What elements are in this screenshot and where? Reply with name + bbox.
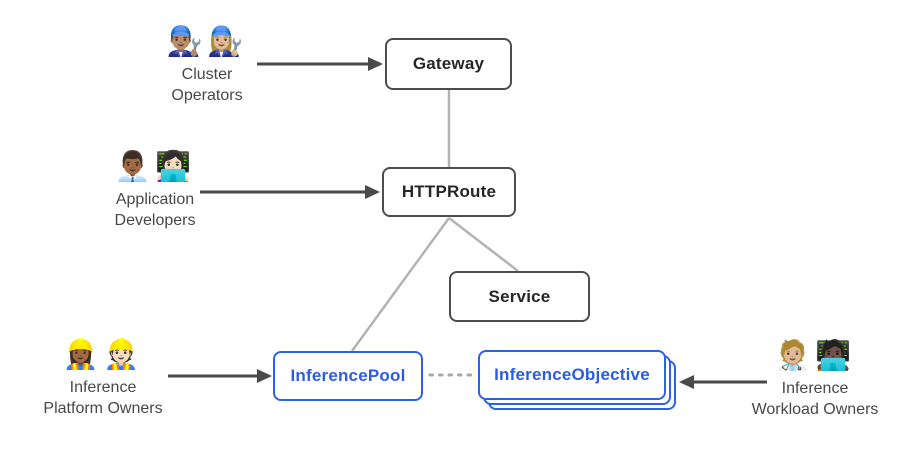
node-httproute: HTTPRoute (382, 167, 516, 217)
node-service: Service (449, 271, 590, 322)
node-inference-pool: InferencePool (273, 351, 423, 401)
arrow-workload-owners-to-inferenceobjective (679, 375, 767, 389)
cluster-operators-emoji-icons: 👨🏽‍🔧👩🏼‍🔧 (132, 23, 282, 61)
workload-owners-emoji-icons: 🧑🏼‍⚕️🧑🏿‍💻 (725, 337, 902, 375)
platform-owners-label-line1: Inference (69, 379, 137, 396)
node-gateway: Gateway (385, 38, 512, 90)
man-office-worker-icon: 👨🏾‍💼 (114, 151, 155, 183)
woman-construction-worker-icon: 👷🏾‍♀️ (62, 339, 103, 371)
cluster-operators-label: Cluster Operators (132, 64, 282, 106)
platform-owners-label-line2: Platform Owners (43, 400, 163, 417)
workload-owners-label-line1: Inference (781, 380, 849, 397)
workload-owners-label-line2: Workload Owners (751, 401, 879, 418)
man-construction-worker-icon: 👷🏻 (103, 339, 144, 371)
arrow-application-developers-to-httproute (200, 185, 380, 199)
application-developers-label: Application Developers (80, 189, 230, 231)
platform-owners-label: Inference Platform Owners (13, 377, 193, 419)
actor-inference-platform-owners: 👷🏾‍♀️👷🏻 Inference Platform Owners (13, 336, 193, 419)
actor-inference-workload-owners: 🧑🏼‍⚕️🧑🏿‍💻 Inference Workload Owners (725, 337, 902, 420)
edge-httproute-service (448, 217, 519, 272)
woman-mechanic-icon: 👩🏼‍🔧 (207, 26, 248, 58)
actor-cluster-operators: 👨🏽‍🔧👩🏼‍🔧 Cluster Operators (132, 23, 282, 106)
woman-technologist-icon: 👩🏻‍💻 (155, 151, 196, 183)
health-worker-icon: 🧑🏼‍⚕️ (774, 340, 815, 372)
inference-objective-stack-layer-front: InferenceObjective (478, 350, 666, 400)
arrow-cluster-operators-to-gateway (257, 57, 383, 71)
man-mechanic-icon: 👨🏽‍🔧 (166, 26, 207, 58)
application-developers-label-line1: Application (115, 191, 195, 208)
application-developers-label-line2: Developers (114, 212, 196, 229)
edge-httproute-inferencepool (350, 217, 451, 352)
cluster-operators-label-line1: Cluster (181, 66, 233, 83)
node-inference-objective: InferenceObjective (478, 350, 676, 412)
workload-owners-label: Inference Workload Owners (725, 378, 902, 420)
arrow-platform-owners-to-inferencepool (168, 369, 272, 383)
technologist-icon: 🧑🏿‍💻 (815, 340, 856, 372)
cluster-operators-label-line2: Operators (171, 87, 243, 104)
application-developers-emoji-icons: 👨🏾‍💼👩🏻‍💻 (80, 148, 230, 186)
platform-owners-emoji-icons: 👷🏾‍♀️👷🏻 (13, 336, 193, 374)
actor-application-developers: 👨🏾‍💼👩🏻‍💻 Application Developers (80, 148, 230, 231)
